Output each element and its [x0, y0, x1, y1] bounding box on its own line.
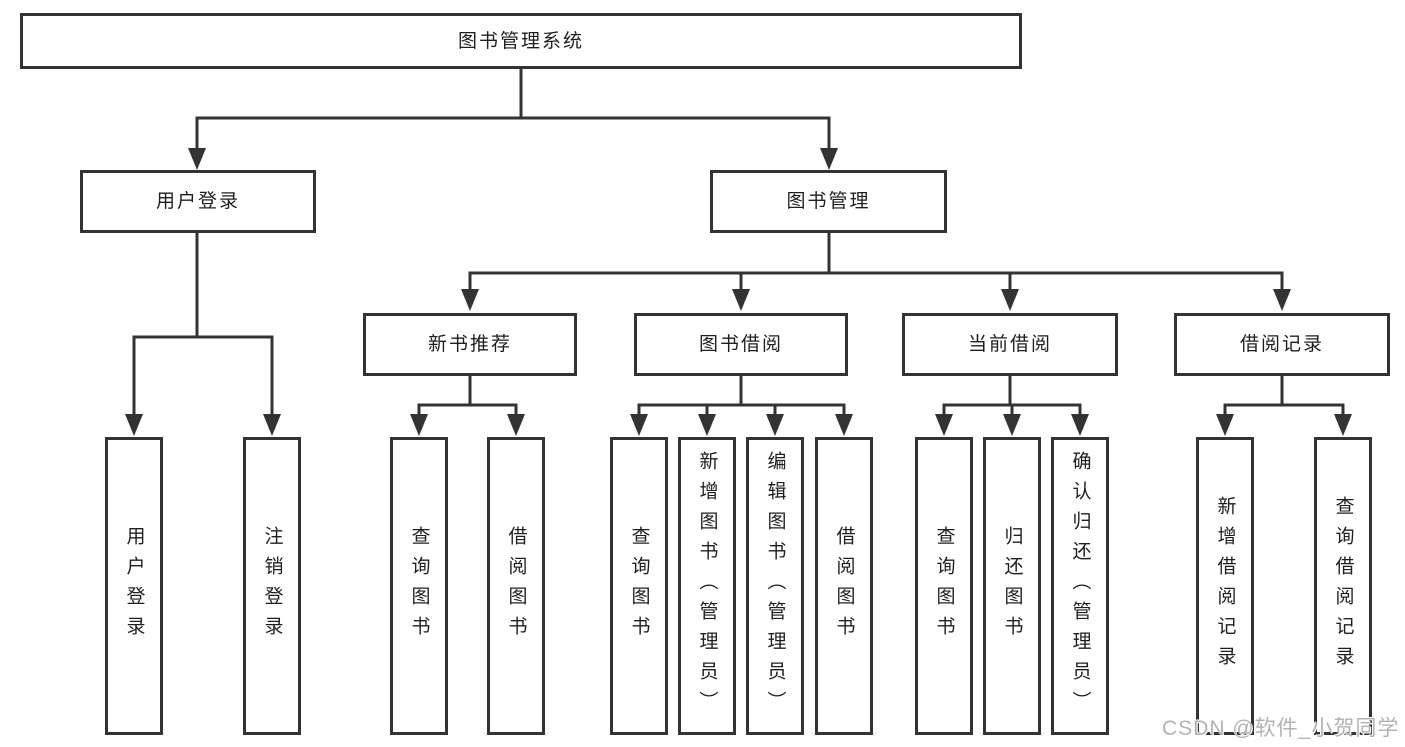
arrow-down-icon [835, 414, 853, 436]
leaf-logout: 注销登录 [243, 437, 301, 735]
connector-borrowrecord-to-leaves [1223, 376, 1345, 415]
leaf-current-query-book-label: 查询图书 [933, 526, 955, 646]
arrow-down-icon [1273, 289, 1291, 311]
arrow-down-icon [766, 414, 784, 436]
arrow-down-icon [1216, 414, 1234, 436]
node-new-book-recommend-label: 新书推荐 [427, 334, 512, 355]
node-new-book-recommend: 新书推荐 [363, 313, 577, 376]
leaf-borrow-edit-book-label: 编辑图书（管理员） [764, 451, 786, 721]
node-root-label: 图书管理系统 [457, 30, 584, 52]
leaf-borrow-query-book: 查询图书 [610, 437, 668, 735]
arrow-down-icon [630, 414, 648, 436]
leaf-recommend-query-book-label: 查询图书 [408, 526, 430, 646]
leaf-record-add-record: 新增借阅记录 [1196, 437, 1254, 735]
leaf-recommend-borrow-book-label: 借阅图书 [505, 526, 527, 646]
csdn-watermark: CSDN @软件_小贺同学 [1162, 717, 1400, 740]
leaf-current-confirm-return-label: 确认归还（管理员） [1069, 451, 1091, 721]
leaf-borrow-edit-book: 编辑图书（管理员） [746, 437, 804, 735]
leaf-current-return-book-label: 归还图书 [1001, 526, 1023, 646]
leaf-borrow-add-book: 新增图书（管理员） [678, 437, 736, 735]
arrow-down-icon [732, 289, 750, 311]
leaf-borrow-query-book-label: 查询图书 [628, 526, 650, 646]
arrow-down-icon [188, 148, 206, 170]
arrowheads [125, 148, 1352, 436]
connector-bookmgmt-to-level3 [468, 233, 1284, 292]
leaf-user-login: 用户登录 [105, 437, 163, 735]
connector-bookborrow-to-leaves [637, 376, 846, 415]
leaf-record-query-record-label: 查询借阅记录 [1332, 496, 1354, 676]
node-current-borrow: 当前借阅 [902, 313, 1118, 376]
leaf-record-add-record-label: 新增借阅记录 [1214, 496, 1236, 676]
leaf-current-confirm-return: 确认归还（管理员） [1051, 437, 1109, 735]
leaf-current-return-book: 归还图书 [983, 437, 1041, 735]
arrow-down-icon [698, 414, 716, 436]
node-user-login-label: 用户登录 [155, 191, 240, 212]
arrow-down-icon [507, 414, 525, 436]
arrow-down-icon [461, 289, 479, 311]
node-book-management-label: 图书管理 [786, 191, 871, 212]
node-current-borrow-label: 当前借阅 [967, 334, 1052, 355]
node-book-borrow-label: 图书借阅 [698, 334, 783, 355]
arrow-down-icon [1003, 414, 1021, 436]
leaf-recommend-borrow-book: 借阅图书 [487, 437, 545, 735]
arrow-down-icon [263, 414, 281, 436]
leaf-borrow-add-book-label: 新增图书（管理员） [696, 451, 718, 721]
node-borrow-record: 借阅记录 [1174, 313, 1390, 376]
node-root: 图书管理系统 [20, 13, 1022, 69]
leaf-borrow-borrow-book: 借阅图书 [815, 437, 873, 735]
leaf-user-login-label: 用户登录 [123, 526, 145, 646]
leaf-record-query-record: 查询借阅记录 [1314, 437, 1372, 735]
node-user-login: 用户登录 [80, 170, 316, 233]
node-borrow-record-label: 借阅记录 [1239, 334, 1324, 355]
arrow-down-icon [410, 414, 428, 436]
arrow-down-icon [1334, 414, 1352, 436]
arrow-down-icon [1071, 414, 1089, 436]
node-book-management: 图书管理 [710, 170, 947, 233]
connector-root-to-level2 [195, 69, 831, 150]
connector-currentborrow-to-leaves [942, 376, 1082, 415]
leaf-borrow-borrow-book-label: 借阅图书 [833, 526, 855, 646]
arrow-down-icon [1001, 289, 1019, 311]
node-book-borrow: 图书借阅 [634, 313, 848, 376]
arrow-down-icon [935, 414, 953, 436]
arrow-down-icon [820, 148, 838, 170]
connector-newbookrec-to-leaves [417, 376, 518, 415]
leaf-recommend-query-book: 查询图书 [390, 437, 448, 735]
leaf-logout-label: 注销登录 [261, 526, 283, 646]
arrow-down-icon [125, 414, 143, 436]
leaf-current-query-book: 查询图书 [915, 437, 973, 735]
connector-userlogin-to-leaves [132, 233, 274, 415]
